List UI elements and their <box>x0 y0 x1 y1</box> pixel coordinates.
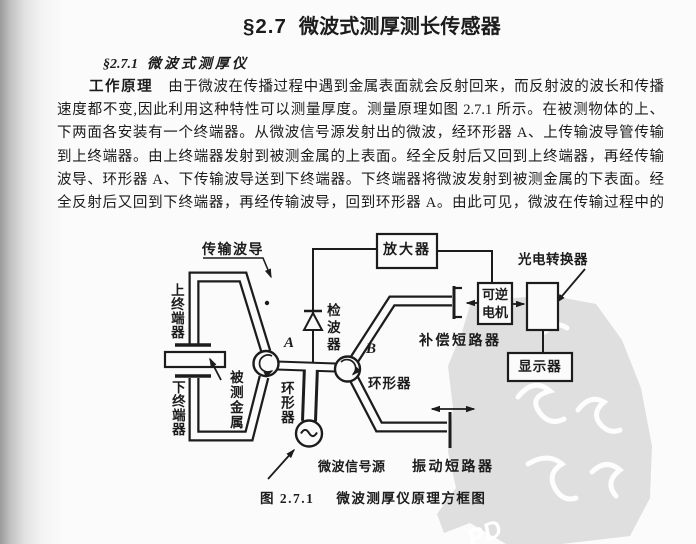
label-lower-terminal: 下终端器 <box>169 380 185 436</box>
subsection-title: 微波式测厚仪 <box>147 57 249 72</box>
label-display: 显示器 <box>518 358 562 374</box>
diode-icon <box>302 310 324 331</box>
paragraph-line: 工作原理 由于微波在传播过程中遇到金属表面就会反射回来，而反射波的波长和传播 <box>57 76 664 99</box>
converter-pointer-arrow <box>556 268 586 304</box>
source-pointer-arrow <box>267 448 296 480</box>
label-microwave-source: 微波信号源 <box>318 459 386 474</box>
label-photoelectric-converter: 光电转换器 <box>518 252 588 267</box>
display-box <box>506 351 574 383</box>
measured-metal-plate <box>163 350 227 369</box>
label-transmission-waveguide: 传输波导 <box>202 243 264 258</box>
sine-wave-icon <box>300 428 318 438</box>
subsection-heading: §2.7.1 微波式测厚仪 <box>103 53 249 73</box>
paragraph-line: 速度都不变,因此利用这种特性可以测量厚度。测量原理如图 2.7.1 所示。在被测… <box>57 102 664 119</box>
subsection-number: §2.7.1 <box>103 57 138 72</box>
label-upper-terminal: 上终端器 <box>168 283 184 339</box>
photoelectric-converter-box <box>525 281 560 332</box>
figure-caption: 图 2.7.1 微波测厚仪原理方框图 <box>260 487 486 507</box>
circulator-b-rotation-arrow <box>340 358 361 376</box>
amplifier-to-motor-wire <box>437 250 493 283</box>
figure-caption-title: 微波测厚仪原理方框图 <box>336 491 487 506</box>
label-vibration-short: 振动短路器 <box>412 460 495 475</box>
paragraph-line: 下两面各安装有一个终端器。从微波信号源发射出的微波，经环形器 A、上传输波导管传… <box>57 125 664 142</box>
circulator-a-rotation-arrow <box>258 354 274 378</box>
motor-label-line2: 电机 <box>481 304 508 320</box>
figure-caption-number: 图 2.7.1 <box>260 491 315 506</box>
section-heading: §2.7 微波式测厚测长传感器 <box>243 10 501 39</box>
label-port-b: B <box>366 341 377 357</box>
label-circulator-a: 环形器 <box>278 381 294 425</box>
label-amplifier: 放大器 <box>383 243 431 259</box>
amplifier-box <box>375 232 439 270</box>
paragraph-line: 波导、环形器 A、下传输波导送到下终端器。下终端器将微波发射到被测金属的下表面。… <box>57 171 664 188</box>
label-measured-metal: 被测金属 <box>227 370 243 430</box>
label-detector: 检波器 <box>324 303 340 354</box>
run-in-heading: 工作原理 <box>89 79 154 95</box>
label-circulator-b: 环形器 <box>368 376 412 391</box>
print-dot <box>264 300 270 306</box>
compensation-plunger <box>452 286 462 319</box>
section-number: §2.7 <box>243 15 287 38</box>
paragraph-text: 由于微波在传播过程中遇到金属表面就会反射回来，而反射波的波长和传播 <box>153 79 665 95</box>
motor-box <box>476 281 514 326</box>
paragraph-line: 全反射后又回到下终端器，再经传输波导，回到环形器 A。由此可见，微波在传输过程中… <box>57 195 664 212</box>
label-reversible-motor: 可逆 电机 <box>478 283 512 324</box>
paragraph-line: 到上终端器。由上终端器发射到被测金属的上表面。经全反射后又回到上终端器，再经传输 <box>57 148 664 165</box>
intro-paragraph: 工作原理 由于微波在传播过程中遇到金属表面就会反射回来，而反射波的波长和传播 速… <box>57 76 664 215</box>
motor-label-line1: 可逆 <box>481 286 508 302</box>
watermark-stamp: PD <box>437 295 652 544</box>
label-compensation-short: 补偿短路器 <box>419 334 502 349</box>
waveguide-pointer-arrow <box>203 257 272 279</box>
metal-pointer-arrow <box>209 357 222 381</box>
section-title: 微波式测厚测长传感器 <box>298 16 501 38</box>
label-port-a: A <box>284 335 295 351</box>
